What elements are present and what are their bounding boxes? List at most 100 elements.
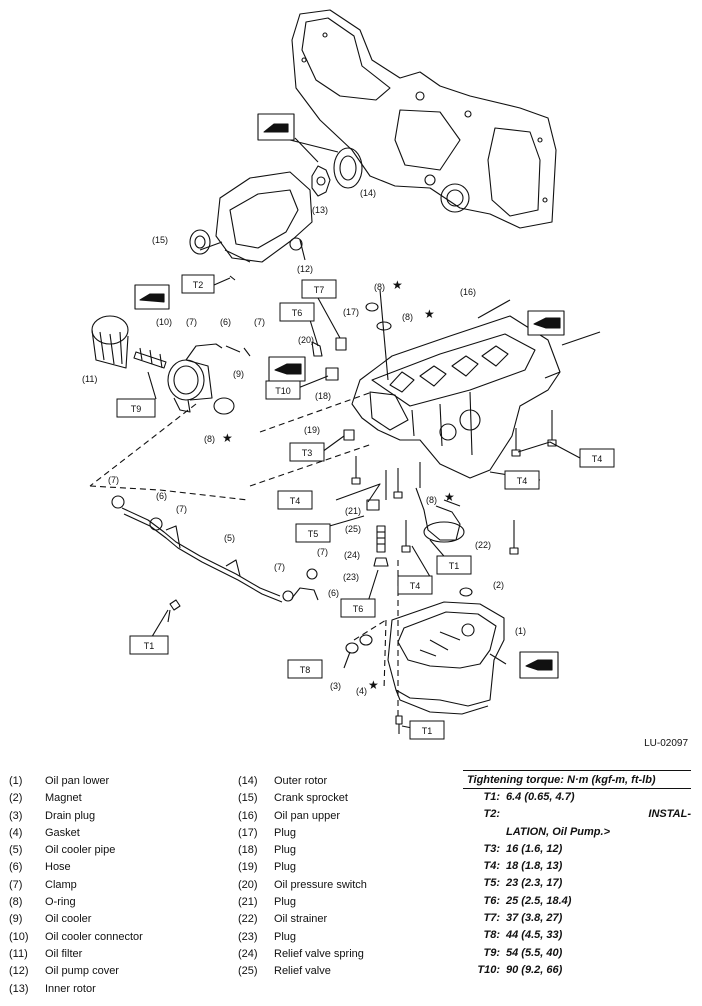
torque-box-t9: T9 xyxy=(131,404,142,414)
legend-row: (13)Inner rotor xyxy=(9,981,143,998)
torque-key: T1: xyxy=(483,791,501,803)
star-icon: ★ xyxy=(424,307,435,321)
callout-1: (1) xyxy=(515,626,526,636)
legend-number: (14) xyxy=(238,775,258,787)
torque-box-t4: T4 xyxy=(290,496,301,506)
legend-row: (6) Hose xyxy=(9,859,143,876)
star-icon: ★ xyxy=(444,490,455,504)
legend-part-name: Oil pump cover xyxy=(45,965,119,978)
bolt-bottom-t1 xyxy=(395,715,403,734)
torque-box-t8: T8 xyxy=(300,665,311,675)
callout-6-a: (6) xyxy=(220,317,231,327)
legend-number: (18) xyxy=(238,844,258,857)
legend-row: (24)Relief valve spring xyxy=(238,946,367,963)
torque-value: 18 (1.8, 13) xyxy=(506,860,563,873)
legend-row: (14) Outer rotor xyxy=(238,773,367,790)
oil-strainer-part xyxy=(415,487,465,543)
legend-row: (8) O-ring xyxy=(9,894,143,911)
legend-number: (8) xyxy=(9,896,23,909)
torque-row: T10:90 (9.2, 66) xyxy=(463,962,691,979)
legend-row: (12) Oil pump cover xyxy=(9,963,143,980)
callout-10: (10) xyxy=(156,317,172,327)
legend-number: (7) xyxy=(9,878,23,891)
legend-row: (20)Oil pressure switch xyxy=(238,877,367,894)
legend-number: (11) xyxy=(9,947,28,960)
legend-number: (17) xyxy=(238,826,258,839)
legend-row: (7)Clamp xyxy=(9,877,143,894)
torque-value: 37 (3.8, 27) xyxy=(506,912,563,925)
torque-value: 16 (1.6, 12) xyxy=(506,842,563,855)
oil-can-icon-1 xyxy=(257,113,295,141)
torque-table-heading: Tightening torque: N·m (kgf-m, ft-lb) xyxy=(463,770,691,789)
oil-pan-upper-part xyxy=(351,289,601,479)
torque-box-t6: T6 xyxy=(292,308,303,318)
callout-11: (11) xyxy=(82,374,97,384)
torque-box-t4: T4 xyxy=(517,476,528,486)
callout-8-strainer: (8) xyxy=(426,495,437,505)
legend-part-name: Hose xyxy=(45,861,71,874)
legend-part-name: Plug xyxy=(274,861,297,874)
callout-14: (14) xyxy=(360,188,376,198)
callout-21: (21) xyxy=(345,506,361,516)
legend-part-name: O-ring xyxy=(45,896,76,909)
legend-part-name: Oil cooler connector xyxy=(45,930,143,943)
legend-number: (4) xyxy=(9,826,23,839)
legend-row: (11)Oil filter xyxy=(9,946,143,963)
legend-part-name: Plug xyxy=(274,826,297,839)
legend-number: (6) xyxy=(9,861,23,874)
legend-number: (13) xyxy=(9,982,29,995)
bolts-center xyxy=(351,456,421,553)
callout-13: (13) xyxy=(312,205,328,215)
torque-key: T3: xyxy=(483,842,501,855)
parts-legend-right: (14)Outer rotor(15)Crank sprocket(16)Oil… xyxy=(238,773,367,981)
callout-9: (9) xyxy=(233,369,244,379)
oil-pan-lower-part xyxy=(387,601,505,715)
plug-19-part xyxy=(343,429,355,441)
callout-7-f: (7) xyxy=(274,562,285,572)
legend-part-name: Oil pan upper xyxy=(274,809,341,822)
legend-part-name: Gasket xyxy=(45,826,80,839)
callout-3: (3) xyxy=(330,681,341,691)
torque-row: T6:25 (2.5, 18.4) xyxy=(463,893,691,910)
legend-row: (23) Plug xyxy=(238,929,367,946)
plug-18-part xyxy=(325,367,339,381)
clamp-lower-2 xyxy=(306,568,318,580)
legend-number: (21) xyxy=(238,896,258,909)
torque-box-t3: T3 xyxy=(302,448,313,458)
torque-row: T4:18 (1.8, 13) xyxy=(463,858,691,875)
callout-20: (20) xyxy=(298,335,314,345)
legend-row: (2)Magnet xyxy=(9,790,143,807)
torque-row: T7:37 (3.8, 27) xyxy=(463,910,691,927)
legend-number: (1) xyxy=(9,775,23,787)
torque-leaders xyxy=(147,277,581,731)
legend-number: (3) xyxy=(9,809,23,822)
legend-number: (23) xyxy=(238,930,258,943)
callout-8-left: (8) xyxy=(204,434,215,444)
legend-row: (5)Oil cooler pipe xyxy=(9,842,143,859)
torque-box-t2: T2 xyxy=(193,280,204,290)
crank-sprocket-part xyxy=(189,229,211,255)
oring-top-1 xyxy=(365,302,379,312)
callout-19: (19) xyxy=(304,425,320,435)
oil-cooler-part xyxy=(167,359,213,413)
callout-22: (22) xyxy=(475,540,491,550)
legend-row: (4) Gasket xyxy=(9,825,143,842)
star-icon: ★ xyxy=(368,678,379,692)
callout-5: (5) xyxy=(224,533,235,543)
legend-part-name: Plug xyxy=(274,930,297,943)
torque-boxes xyxy=(116,274,615,740)
torque-row: T9:54 (5.5, 40) xyxy=(463,945,691,962)
torque-value: 23 (2.3, 17) xyxy=(506,877,563,890)
callout-7-a: (7) xyxy=(186,317,197,327)
bolt-t1a xyxy=(167,599,181,623)
legend-row: (17) Plug xyxy=(238,825,367,842)
callout-7-c: (7) xyxy=(108,475,119,485)
legend-number: (12) xyxy=(9,965,29,978)
legend-number: (22) xyxy=(238,913,258,926)
legend-number: (2) xyxy=(9,792,23,805)
part-callouts: (14) (13) (15) (12) (8) (16) (17) (8) (1… xyxy=(82,188,526,696)
legend-part-name: Oil cooler pipe xyxy=(45,844,116,857)
legend-part-name: Outer rotor xyxy=(274,775,328,787)
torque-key: T8: xyxy=(483,929,501,942)
oring-top-2 xyxy=(376,321,392,331)
